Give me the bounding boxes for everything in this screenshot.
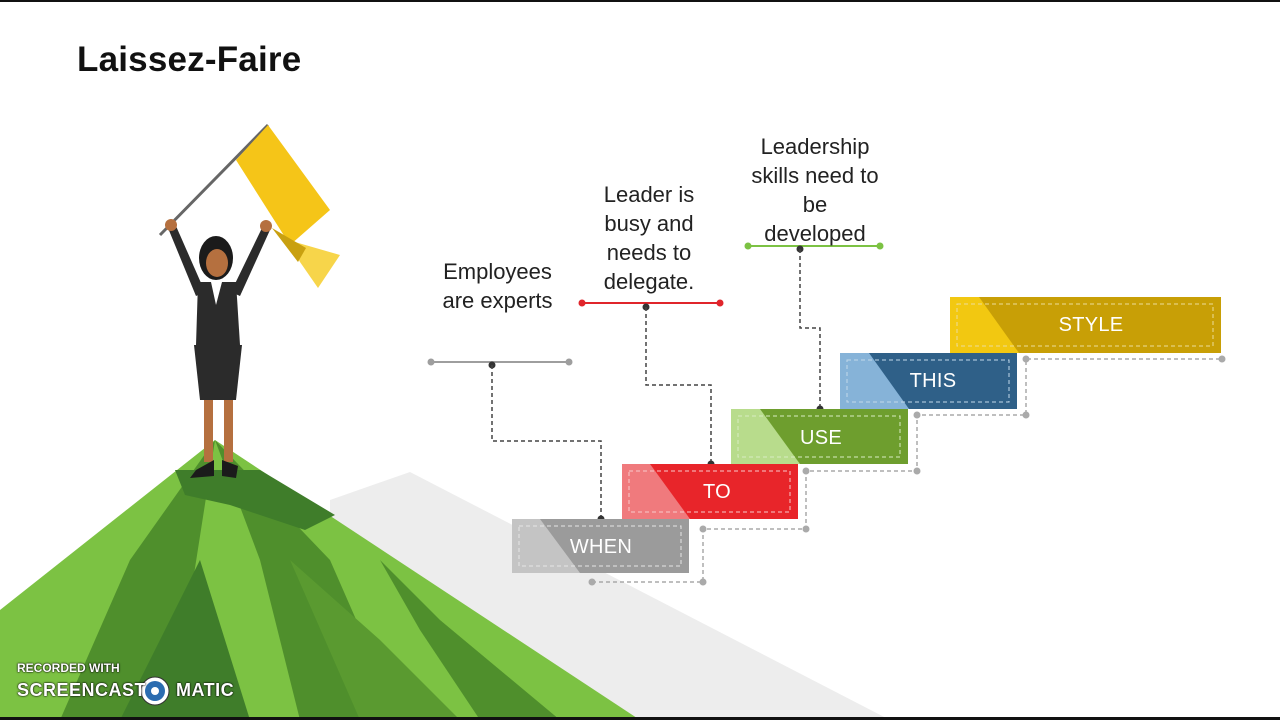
step-label-when: WHEN: [569, 536, 633, 558]
step-guide-dots: [588, 355, 1226, 586]
caption-line: Leadership: [760, 134, 870, 159]
step-label-to: TO: [702, 481, 731, 503]
mountain-icon: [0, 440, 640, 720]
caption-line: Leader is: [603, 182, 695, 207]
caption-line: developed: [764, 221, 866, 246]
caption-leader: Leader is busy and needs to delegate.: [578, 180, 720, 296]
slide-title: Laissez-Faire: [77, 40, 302, 79]
caption-bars: [427, 242, 884, 369]
caption-line: skills need to: [751, 163, 879, 188]
step-label-style: STYLE: [1058, 314, 1124, 336]
step-to: [622, 464, 798, 519]
step-this: [840, 353, 1017, 409]
screencast-logo-icon: [140, 676, 170, 706]
step-when: [512, 519, 689, 573]
step-label-this: THIS: [909, 370, 957, 392]
caption-leadership: Leadership skills need to be developed: [738, 132, 892, 248]
caption-employees: Employees are experts: [425, 257, 570, 315]
watermark-recorded-with: RECORDED WITH: [17, 661, 120, 675]
caption-bar-leadership: [744, 242, 884, 253]
step-use: [731, 409, 908, 464]
step-label-use: USE: [799, 427, 843, 449]
caption-line: delegate.: [603, 269, 695, 294]
caption-line: Employees: [443, 259, 552, 284]
step-style: [950, 297, 1221, 353]
caption-bar-employees: [427, 358, 573, 369]
connector-lines: [491, 249, 821, 519]
caption-line: be: [802, 192, 828, 217]
leader-figure-icon: [158, 123, 340, 478]
watermark-brand-left: SCREENCAST: [17, 680, 147, 700]
watermark-brand-right: MATIC: [176, 680, 235, 700]
caption-line: needs to: [606, 240, 692, 265]
caption-line: busy and: [604, 211, 694, 236]
caption-line: are experts: [442, 288, 553, 313]
step-guides: [592, 358, 1222, 583]
frame-top-border: [0, 0, 1280, 2]
caption-bar-leader: [578, 299, 724, 311]
frame-bottom-border: [0, 717, 1280, 720]
